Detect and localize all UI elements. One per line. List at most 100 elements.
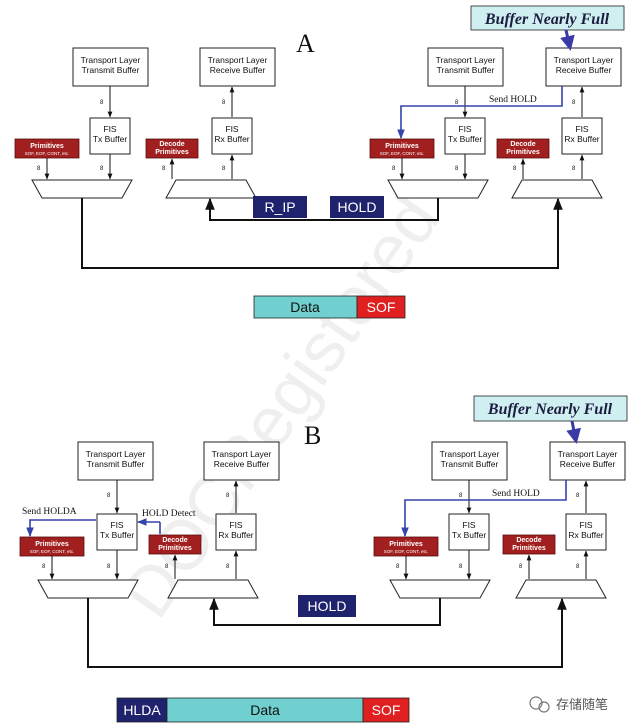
a-badge-hold: HOLD <box>330 196 384 218</box>
a-left-primitives: Primitives SOF, EOF, CONT, etc. <box>14 138 80 159</box>
svg-text:8: 8 <box>459 493 463 499</box>
a-frame-bar: Data SOF <box>253 295 406 319</box>
svg-text:8: 8 <box>396 564 400 570</box>
b-send-hold-path <box>401 480 567 537</box>
svg-text:HOLD: HOLD <box>308 598 347 614</box>
svg-text:8: 8 <box>576 493 580 499</box>
svg-text:Data: Data <box>290 299 320 315</box>
b-left-primitives: Primitives SOF, EOF, CONT, etc. <box>19 536 85 557</box>
a-frame-sof <box>356 295 406 319</box>
svg-text:8: 8 <box>572 166 576 172</box>
b-send-holda-label: Send HOLDA <box>22 507 77 517</box>
svg-text:R_IP: R_IP <box>264 199 295 215</box>
svg-text:8: 8 <box>162 166 166 172</box>
section-a-title: A <box>296 29 315 58</box>
a-badge-r-ip: R_IP <box>253 196 307 218</box>
a-right-rx-demux <box>511 179 603 199</box>
svg-text:8: 8 <box>455 166 459 172</box>
svg-text:Primitives: Primitives <box>385 143 419 150</box>
svg-text:SOF: SOF <box>367 299 396 315</box>
svg-text:8: 8 <box>222 166 226 172</box>
b-frame-data <box>166 697 364 723</box>
svg-text:8: 8 <box>226 493 230 499</box>
svg-text:8: 8 <box>459 564 463 570</box>
b-right-tx-mux <box>389 579 491 599</box>
svg-text:8: 8 <box>226 564 230 570</box>
svg-text:8: 8 <box>222 100 226 106</box>
b-frame-sof <box>362 697 410 723</box>
a-right-primitives: Primitives SOF, EOF, CONT, etc. <box>369 138 435 159</box>
b-send-hold-label: Send HOLD <box>492 489 540 499</box>
footer-brand: 存储随笔 <box>529 696 608 713</box>
b-bus-width-labels: 8 8 8 8 8 8 8 8 8 8 8 8 <box>42 493 580 570</box>
svg-text:SOF, EOF, CONT, etc.: SOF, EOF, CONT, etc. <box>25 151 70 156</box>
svg-text:8: 8 <box>107 493 111 499</box>
a-send-hold-label: Send HOLD <box>489 95 537 105</box>
svg-text:SOF: SOF <box>372 702 401 718</box>
a-left-rx-demux <box>165 179 257 199</box>
b-link-outer <box>87 597 567 668</box>
svg-text:8: 8 <box>165 564 169 570</box>
svg-text:Primitives: Primitives <box>389 541 423 548</box>
a-link-inner <box>205 197 439 221</box>
a-bus-width-labels: 8 8 8 8 8 8 8 8 8 8 8 8 <box>37 100 576 172</box>
b-left-tx-mux <box>37 579 139 599</box>
svg-text:存储随笔: 存储随笔 <box>556 697 608 712</box>
svg-text:8: 8 <box>42 564 46 570</box>
svg-text:SOF, EOF, CONT, etc.: SOF, EOF, CONT, etc. <box>380 151 425 156</box>
svg-text:SOF, EOF, CONT, etc.: SOF, EOF, CONT, etc. <box>384 549 429 554</box>
svg-text:8: 8 <box>100 166 104 172</box>
a-right-tx-mux <box>387 179 489 199</box>
b-send-holda-path <box>26 519 96 537</box>
svg-text:8: 8 <box>572 100 576 106</box>
svg-text:8: 8 <box>519 564 523 570</box>
b-right-primitives: Primitives SOF, EOF, CONT, etc. <box>373 536 439 557</box>
b-link-inner <box>209 597 441 626</box>
b-callout-buffer-nearly-full: Buffer Nearly Full <box>473 395 628 444</box>
svg-text:8: 8 <box>576 564 580 570</box>
watermark: DOCRegistered <box>107 182 454 631</box>
svg-text:8: 8 <box>392 166 396 172</box>
svg-text:Buffer Nearly Full: Buffer Nearly Full <box>484 11 610 28</box>
b-frame-bar: HLDA Data SOF <box>116 697 410 723</box>
svg-text:Buffer Nearly Full: Buffer Nearly Full <box>487 401 613 418</box>
svg-text:SOF, EOF, CONT, etc.: SOF, EOF, CONT, etc. <box>30 549 75 554</box>
a-left-tx-mux <box>31 179 133 199</box>
b-hold-detect-label: HOLD Detect <box>142 509 196 519</box>
a-send-hold-path <box>397 86 563 139</box>
svg-text:Primitives: Primitives <box>35 541 69 548</box>
section-b-title: B <box>304 421 321 450</box>
svg-text:8: 8 <box>455 100 459 106</box>
